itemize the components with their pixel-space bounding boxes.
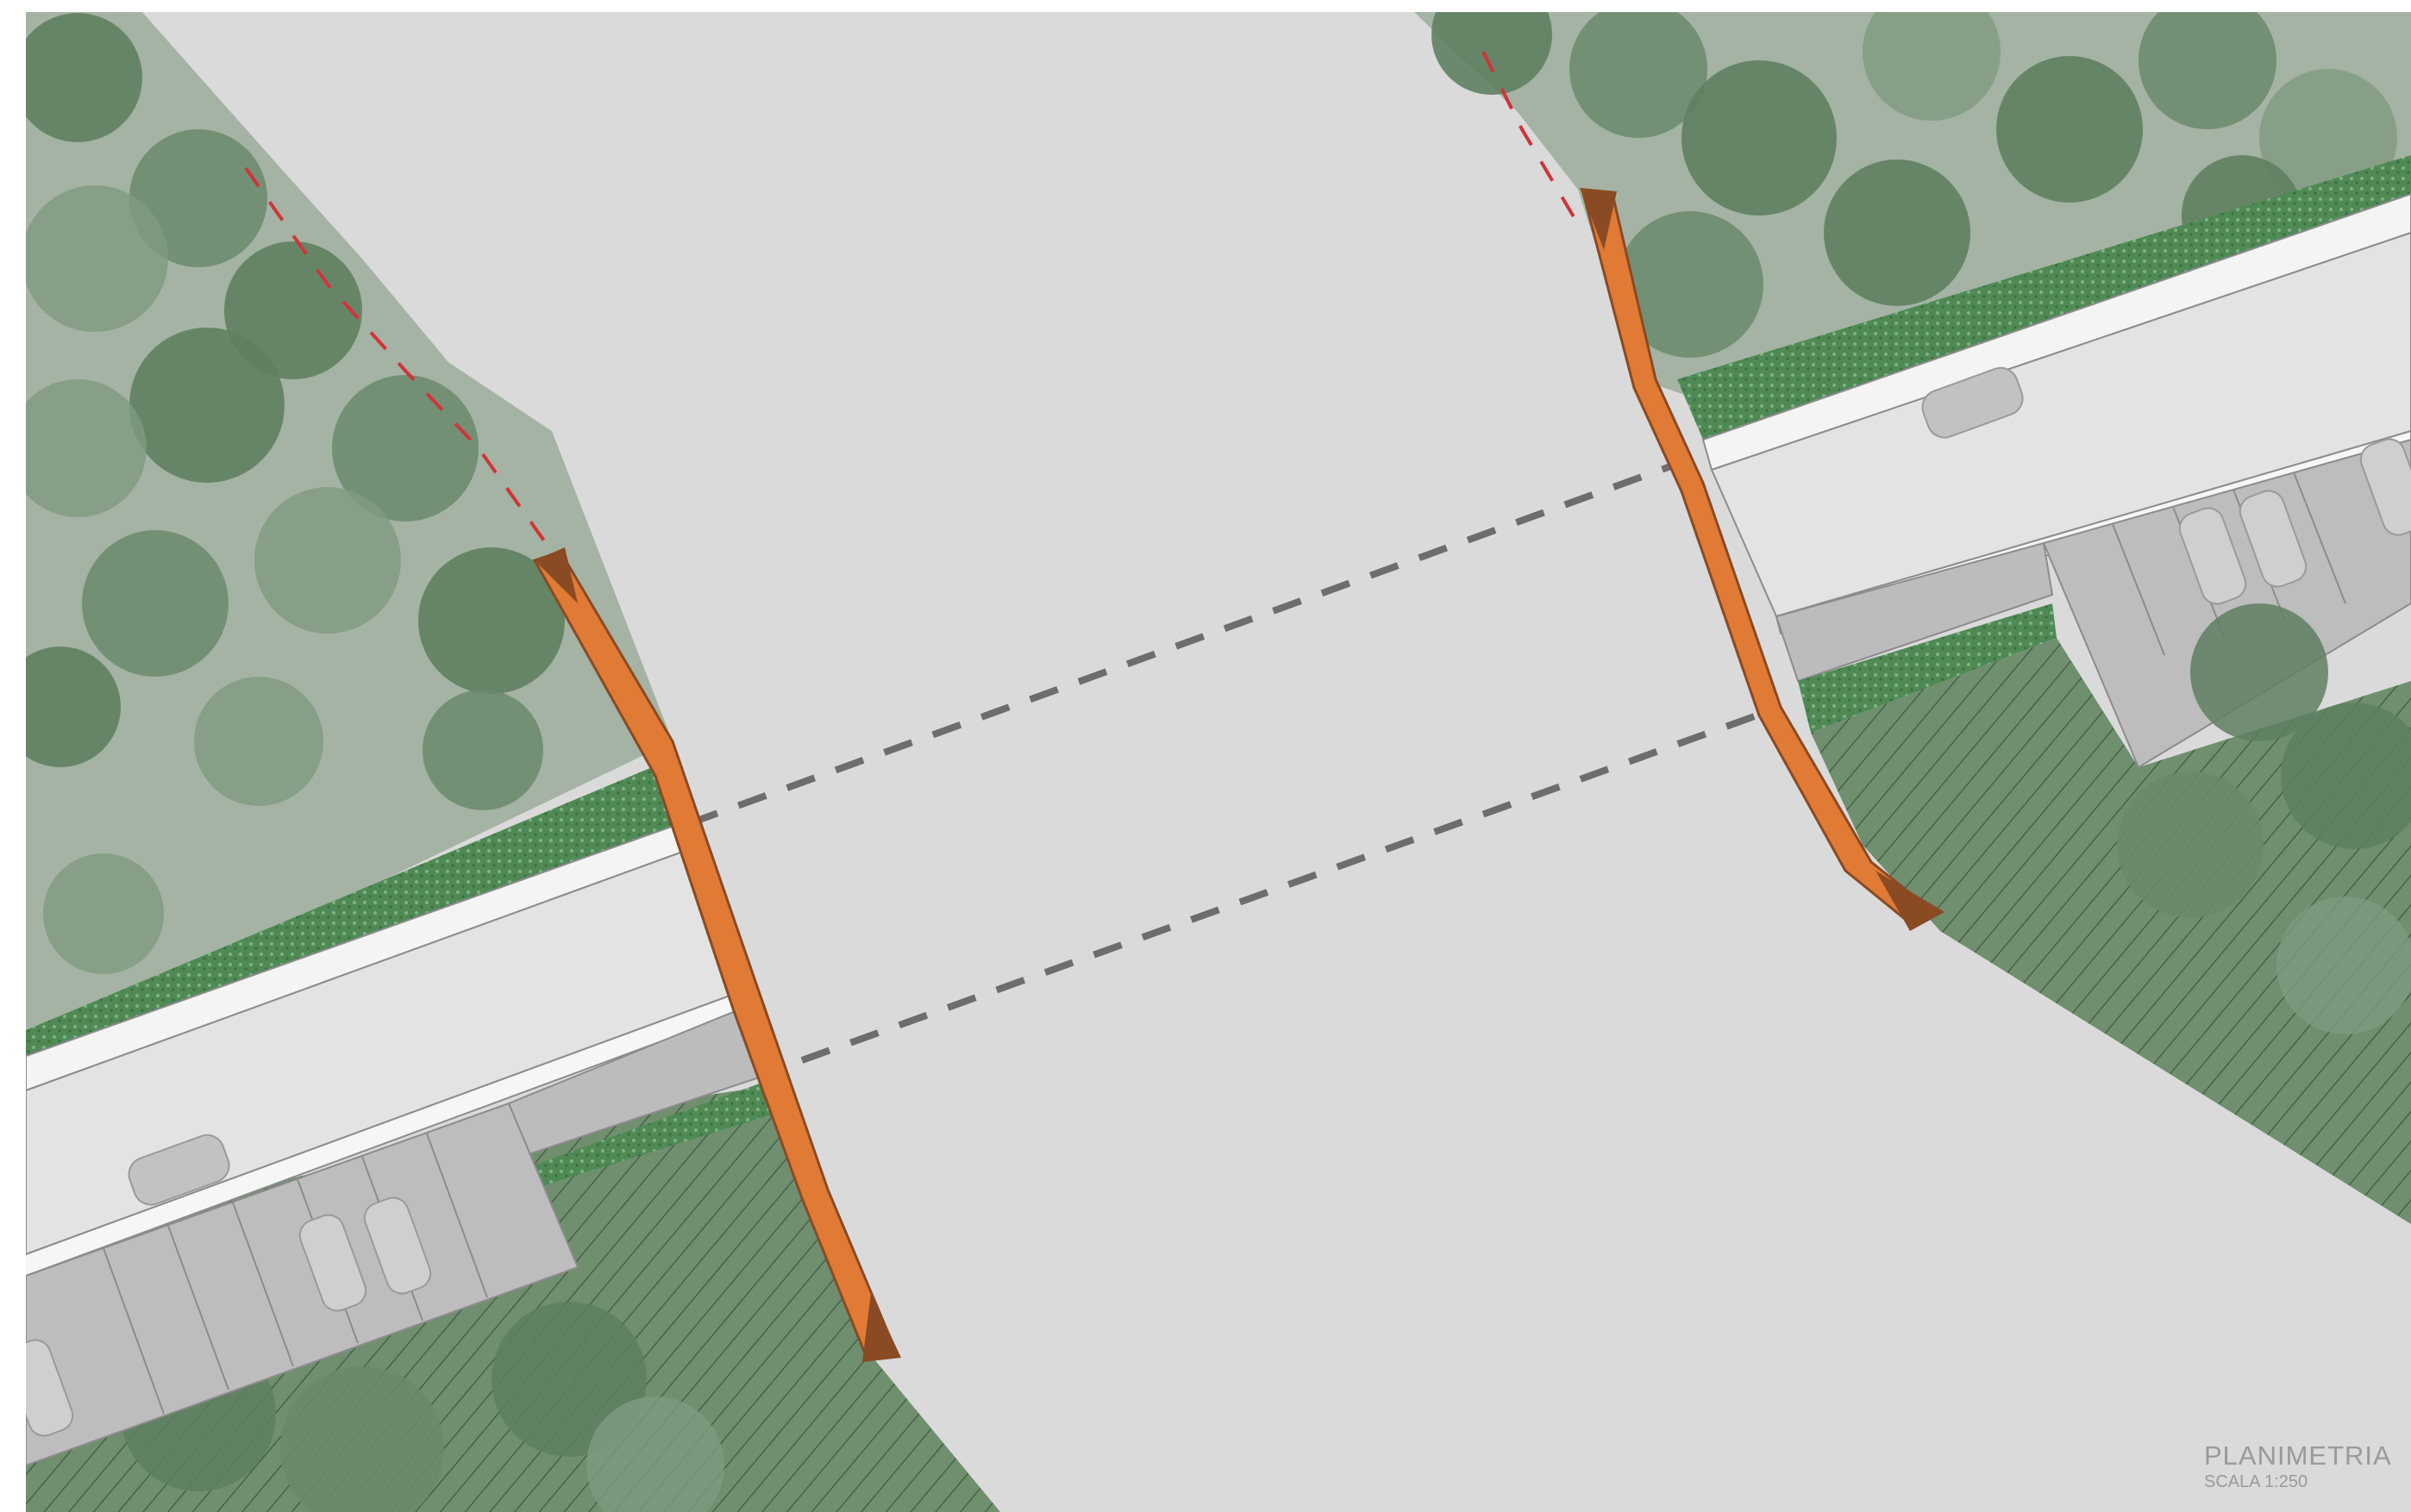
- right-arch-end-bottom: [1876, 871, 1944, 931]
- car-icon: [1921, 366, 2024, 439]
- tree-icon: [586, 1396, 724, 1512]
- tree-icon: [2190, 603, 2328, 741]
- car-icon: [128, 1134, 230, 1206]
- right-ramp: [1775, 541, 2054, 683]
- tree-icon: [129, 129, 267, 267]
- right-lower-trees: [2117, 603, 2411, 1034]
- left-limit-line: [244, 166, 554, 553]
- car-icon: [298, 1214, 367, 1312]
- tree-icon: [26, 647, 121, 767]
- right-road: [1710, 231, 2411, 618]
- left-arch-end-top: [535, 547, 578, 603]
- right-parking-area: [2042, 438, 2411, 769]
- title-block: PLANIMETRIA SCALA 1:250: [2204, 1441, 2392, 1493]
- tree-icon: [1996, 56, 2143, 203]
- tree-icon: [1569, 12, 1707, 138]
- left-parking-area: [26, 1102, 579, 1467]
- right-limit-line: [1481, 51, 1580, 226]
- right-sidewalk: [1701, 192, 2411, 472]
- tree-icon: [194, 677, 323, 806]
- tree-icon: [1863, 12, 2001, 121]
- tree-icon: [26, 379, 147, 517]
- right-parked-cars: [1921, 366, 2411, 605]
- tree-icon: [1617, 211, 1763, 358]
- tree-icon: [2281, 703, 2411, 849]
- tree-icon: [26, 13, 142, 142]
- tree-icon: [224, 241, 362, 379]
- left-tree-cluster: [26, 13, 565, 974]
- car-icon: [2359, 438, 2411, 536]
- left-hedge-lower: [526, 1078, 780, 1190]
- left-arch-end-bottom: [862, 1293, 901, 1362]
- tree-icon: [332, 375, 479, 522]
- right-arch-end-top: [1580, 188, 1617, 250]
- tree-icon: [254, 487, 401, 634]
- tree-icon: [1681, 60, 1837, 216]
- tree-icon: [82, 530, 229, 677]
- left-parked-cars: [26, 1134, 432, 1437]
- car-icon: [363, 1196, 432, 1295]
- left-lower-trees: [121, 1302, 724, 1512]
- right-lower-slope: [1811, 638, 2411, 1224]
- tree-icon: [423, 690, 543, 810]
- right-hedge-lower: [1798, 603, 2057, 733]
- tree-icon: [1431, 12, 1552, 95]
- car-icon: [2239, 490, 2308, 588]
- tree-icon: [129, 328, 285, 483]
- tree-icon: [26, 185, 168, 332]
- tree-icon: [2139, 12, 2276, 129]
- car-icon: [26, 1339, 74, 1437]
- right-hedge-upper: [1677, 155, 2411, 440]
- bridge-axis-lower: [800, 703, 1782, 1064]
- drawing-scale: SCALA 1:250: [2204, 1472, 2308, 1491]
- tree-icon: [2117, 772, 2264, 918]
- drawing-title: PLANIMETRIA: [2204, 1440, 2392, 1471]
- tree-icon: [418, 547, 565, 694]
- tree-icon: [43, 853, 164, 974]
- tree-icon: [1824, 159, 1970, 306]
- tree-icon: [2276, 897, 2411, 1034]
- bridge-axis-upper: [688, 462, 1675, 827]
- left-hedge-upper: [26, 759, 681, 1056]
- tree-icon: [280, 1366, 444, 1512]
- car-icon: [2178, 507, 2247, 605]
